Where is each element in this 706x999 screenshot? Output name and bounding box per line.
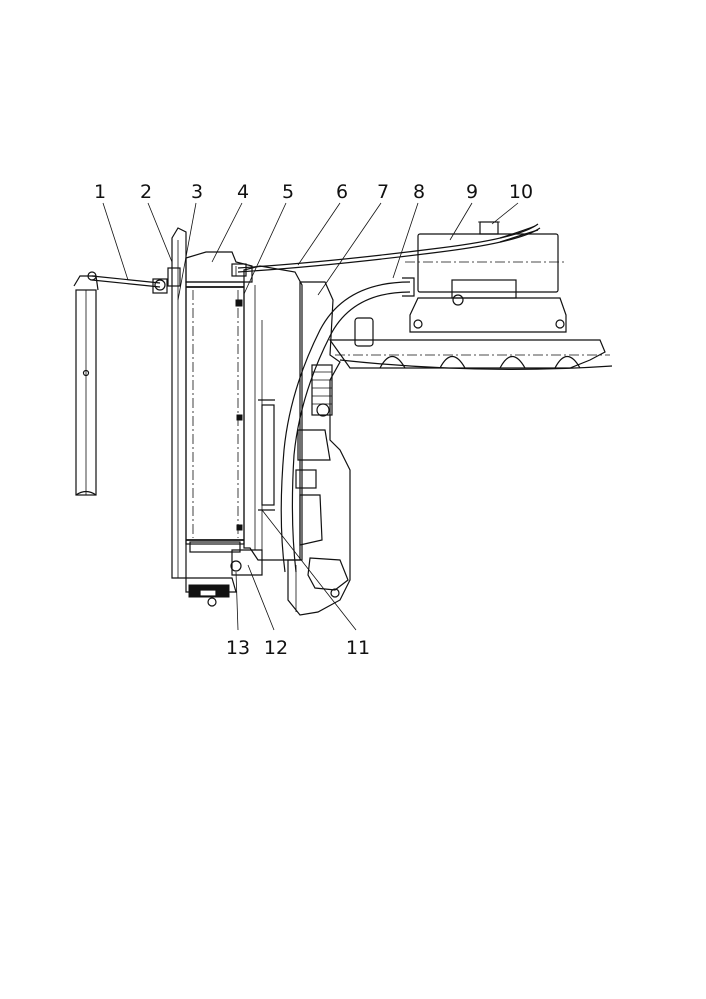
callout-12: 12 [264,637,288,659]
callout-3: 3 [191,181,203,203]
engine-block [287,281,351,616]
callout-6: 6 [336,181,348,203]
callout-2: 2 [140,181,152,203]
expansion-tank [405,221,565,293]
radiator-shutter [167,227,187,579]
tank-bracket [409,279,567,333]
callout-13: 13 [226,637,250,659]
leader-lines [102,202,519,631]
callout-11: 11 [346,637,370,659]
callout-8: 8 [413,181,425,203]
callout-9: 9 [466,181,478,203]
callout-7: 7 [377,181,389,203]
coolant-hose [280,277,415,573]
exhaust-manifold [328,317,613,370]
callout-5: 5 [282,181,294,203]
lower-assembly [185,549,263,607]
upper-tank [185,251,253,283]
callout-1: 1 [94,181,106,203]
callout-labels: 1 2 3 4 5 6 7 8 9 10 11 12 13 [94,181,533,659]
vent-tube [237,223,541,273]
side-strut [73,271,99,496]
callout-4: 4 [237,181,249,203]
fan-shroud [243,265,303,561]
radiator-core [185,281,245,553]
callout-10: 10 [509,181,533,203]
control-rod [91,275,168,294]
